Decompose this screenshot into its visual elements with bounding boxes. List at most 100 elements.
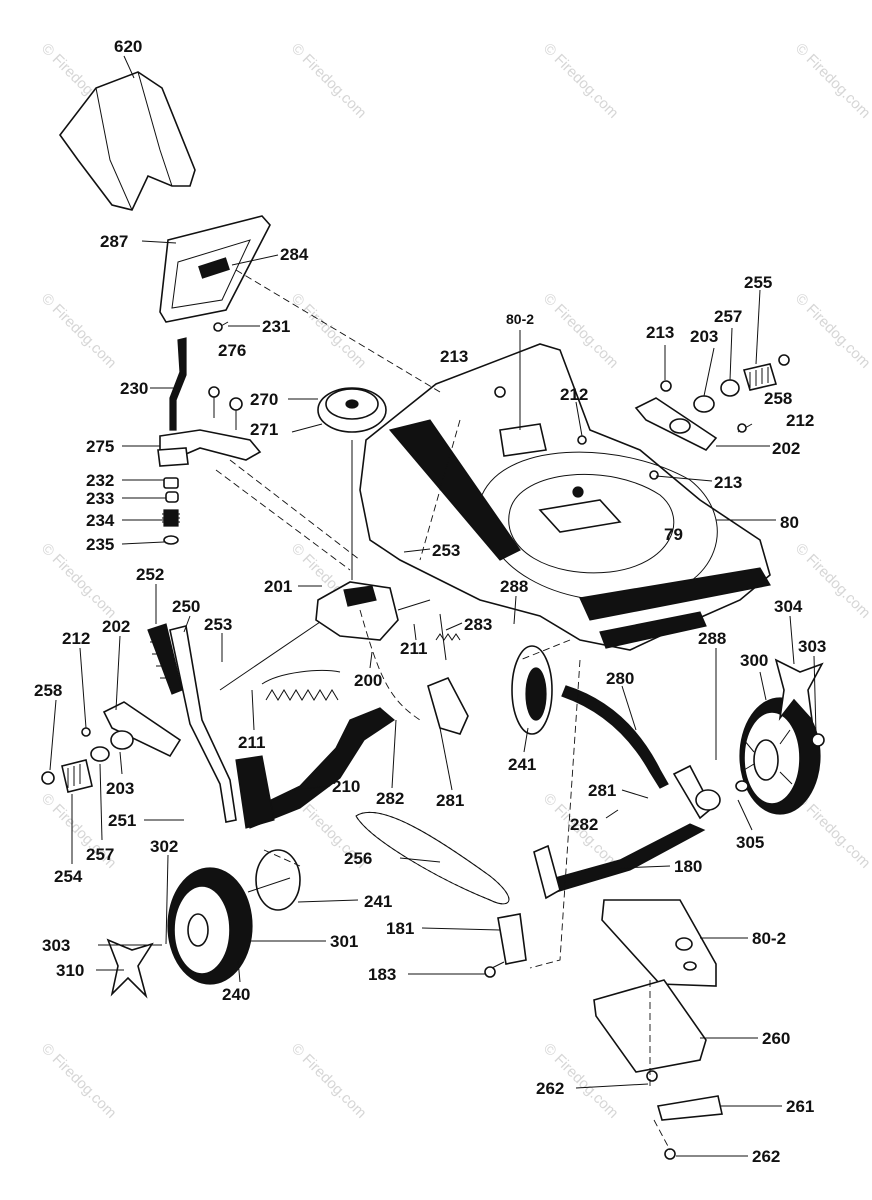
label-300: 300 <box>740 651 768 670</box>
washer-305 <box>695 733 825 811</box>
rear-wheel-300 <box>739 697 821 815</box>
label-260: 260 <box>762 1029 790 1048</box>
left-height-adjuster <box>41 701 182 793</box>
label-251: 251 <box>108 811 136 830</box>
label-257-left: 257 <box>86 845 114 864</box>
label-241-front: 241 <box>364 892 392 911</box>
transmission-200 <box>219 440 431 691</box>
pulley-270 <box>317 387 387 433</box>
label-241-rear: 241 <box>508 755 536 774</box>
label-305: 305 <box>736 833 764 852</box>
pin-271 <box>291 423 323 433</box>
label-270: 270 <box>250 390 278 409</box>
label-80-2-bottom: 80-2 <box>752 929 786 948</box>
label-183: 183 <box>368 965 396 984</box>
label-271: 271 <box>250 420 278 439</box>
label-210: 210 <box>332 777 360 796</box>
label-302: 302 <box>150 837 178 856</box>
label-261: 261 <box>786 1097 814 1116</box>
label-213-lower: 213 <box>714 473 742 492</box>
label-262-upper: 262 <box>536 1079 564 1098</box>
bracket-253 <box>235 755 275 829</box>
label-258-left: 258 <box>34 681 62 700</box>
part-number-labels: 620 287 284 231 276 230 270 271 275 232 … <box>34 37 826 1166</box>
label-203-right: 203 <box>690 327 718 346</box>
label-212-right: 212 <box>786 411 814 430</box>
label-235: 235 <box>86 535 114 554</box>
mower-deck-80 <box>359 343 771 651</box>
label-303-left: 303 <box>42 936 70 955</box>
label-201: 201 <box>264 577 292 596</box>
rod-280 <box>561 685 669 789</box>
label-240: 240 <box>222 985 250 1004</box>
screw-262 <box>646 1070 676 1160</box>
hubcap-310 <box>106 938 154 999</box>
rear-axle-180 <box>533 823 706 900</box>
label-180: 180 <box>674 857 702 876</box>
label-256: 256 <box>344 849 372 868</box>
label-211-right: 211 <box>400 639 427 658</box>
label-310: 310 <box>56 961 84 980</box>
wheel-disc-241-front <box>247 849 301 911</box>
label-280: 280 <box>606 669 634 688</box>
label-253-left: 253 <box>204 615 232 634</box>
label-282-center: 282 <box>376 789 404 808</box>
label-620: 620 <box>114 37 142 56</box>
label-211-left: 211 <box>238 733 265 752</box>
label-283: 283 <box>464 615 492 634</box>
bolt-276 <box>208 386 243 430</box>
label-257-right: 257 <box>714 307 742 326</box>
label-255: 255 <box>744 273 772 292</box>
label-80: 80 <box>780 513 799 532</box>
assembly-reference-lines <box>215 269 671 1151</box>
shaft-guard-210 <box>245 670 395 829</box>
label-79: 79 <box>664 525 683 544</box>
label-212-deck: 212 <box>560 385 588 404</box>
drive-lever-250 <box>169 625 237 823</box>
label-254: 254 <box>54 867 83 886</box>
label-288-top: 288 <box>500 577 528 596</box>
label-231: 231 <box>262 317 290 336</box>
label-234: 234 <box>86 511 115 530</box>
label-287: 287 <box>100 232 128 251</box>
label-284: 284 <box>280 245 309 264</box>
bolt-231 <box>213 321 229 332</box>
label-301: 301 <box>330 932 358 951</box>
label-200: 200 <box>354 671 382 690</box>
right-height-adjuster <box>634 354 790 451</box>
wheel-disc-241-rear <box>511 645 553 735</box>
label-252: 252 <box>136 565 164 584</box>
bracket-181 <box>497 913 527 965</box>
label-281-right: 281 <box>588 781 616 800</box>
label-203-left: 203 <box>106 779 134 798</box>
label-233: 233 <box>86 489 114 508</box>
rear-baffle-80-2 <box>601 899 717 987</box>
label-288-right: 288 <box>698 629 726 648</box>
label-213-top: 213 <box>440 347 468 366</box>
label-202-right: 202 <box>772 439 800 458</box>
label-202-left: 202 <box>102 617 130 636</box>
deflector-plate-284 <box>159 215 271 323</box>
spring-283 <box>435 613 461 661</box>
label-232: 232 <box>86 471 114 490</box>
height-adjust-bracket <box>157 337 262 467</box>
bolt-183 <box>484 961 505 978</box>
label-282-right: 282 <box>570 815 598 834</box>
label-281-center: 281 <box>436 791 464 810</box>
label-80-2-top: 80-2 <box>506 311 534 327</box>
drive-belt-256 <box>355 811 510 905</box>
knob-stack-232-235 <box>162 477 180 545</box>
label-276: 276 <box>218 341 246 360</box>
grass-chute-flap-620 <box>59 71 196 211</box>
hubcap-304 <box>774 658 824 723</box>
label-230: 230 <box>120 379 148 398</box>
label-253-top: 253 <box>432 541 460 560</box>
clip-261 <box>656 1095 723 1121</box>
label-262-lower: 262 <box>752 1147 780 1166</box>
label-213-right: 213 <box>646 323 674 342</box>
label-303-right: 303 <box>798 637 826 656</box>
front-wheel-301 <box>167 867 253 985</box>
label-258-right: 258 <box>764 389 792 408</box>
label-250: 250 <box>172 597 200 616</box>
